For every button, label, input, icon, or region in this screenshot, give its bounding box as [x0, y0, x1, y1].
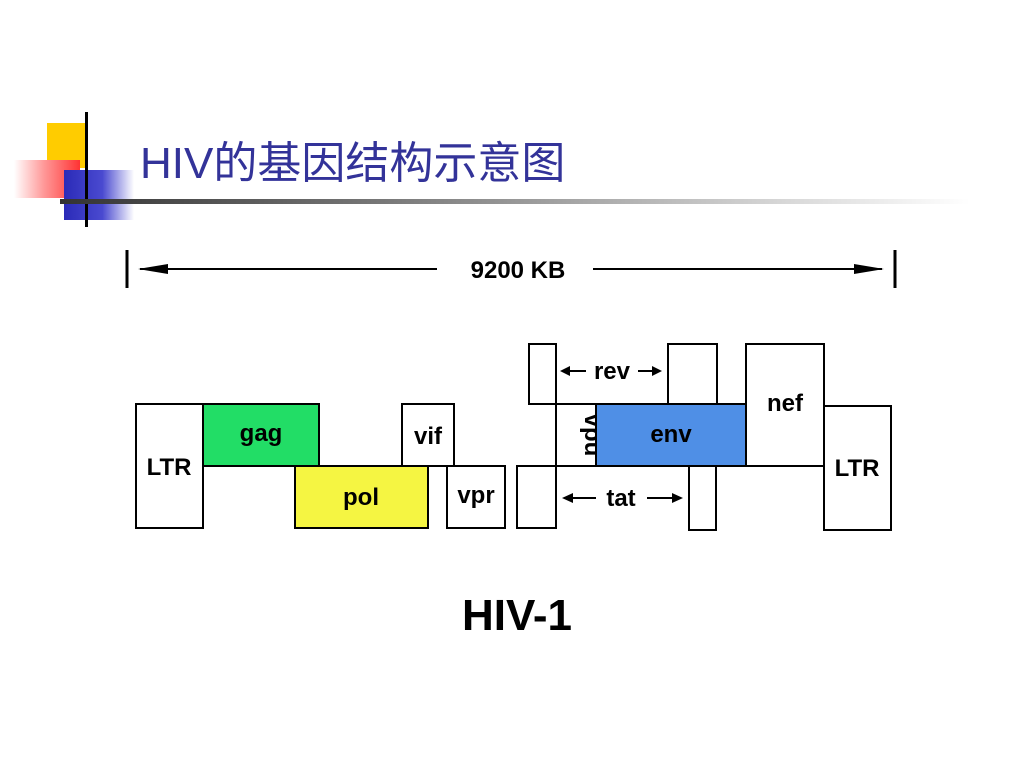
tat-exon-2-box	[688, 465, 717, 531]
vif-label: vif	[414, 423, 443, 450]
rev-arrow-right-head	[652, 366, 662, 376]
rev-label: rev	[594, 358, 631, 385]
title-underline	[60, 199, 970, 204]
tat-span: tat	[562, 485, 683, 512]
tat-exon-1-box	[516, 465, 557, 529]
length-label: 9200 KB	[471, 257, 566, 284]
rev-exon-1-box	[528, 343, 557, 405]
tat-label: tat	[606, 485, 635, 512]
diagram-caption: HIV-1	[462, 591, 572, 640]
rev-arrow-left-head	[560, 366, 570, 376]
ltr-left-label: LTR	[147, 454, 192, 481]
ltr-right-label: LTR	[835, 455, 880, 482]
gag-box	[202, 403, 320, 467]
rev-exon-2-box	[667, 343, 718, 405]
deco-vertical-line	[85, 112, 88, 227]
ltr-right-box	[823, 405, 892, 531]
rev-span: rev	[560, 358, 662, 385]
vpu-box	[555, 403, 597, 467]
slide-title: HIV的基因结构示意图	[140, 139, 566, 188]
env-label: env	[650, 421, 692, 448]
tat-arrow-left-head	[562, 493, 573, 503]
gag-label: gag	[240, 420, 283, 447]
pol-box	[294, 465, 429, 529]
tat-arrow-right-head	[672, 493, 683, 503]
vpr-label: vpr	[457, 482, 494, 509]
vpr-box	[446, 465, 506, 529]
length-bar-left-arrowhead	[138, 264, 168, 274]
pol-label: pol	[343, 484, 379, 511]
vif-box	[401, 403, 455, 467]
nef-label: nef	[767, 390, 804, 417]
deco-blue-square	[64, 170, 134, 220]
genome-length-bar: 9200 KB	[125, 250, 897, 288]
length-bar-right-arrowhead	[854, 264, 884, 274]
